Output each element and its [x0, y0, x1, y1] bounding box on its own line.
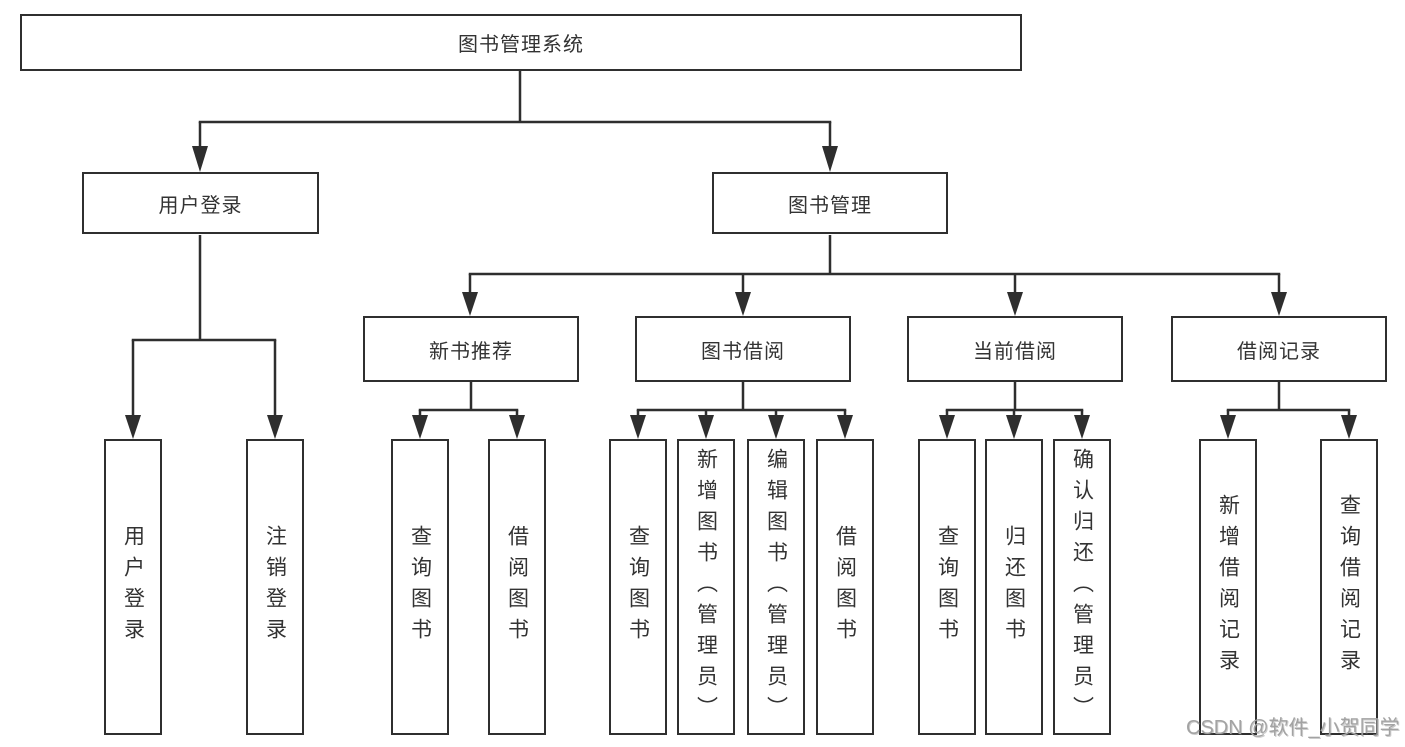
- arrow-down-icon: [735, 274, 751, 316]
- node-label: 图书管理: [788, 194, 872, 217]
- leaf-query-books-borrow: 查询图书: [609, 439, 667, 735]
- node-label: 归还图书: [1002, 525, 1026, 649]
- node-label: 图书借阅: [701, 340, 785, 363]
- node-label: 新增借阅记录: [1216, 494, 1240, 680]
- leaf-logout: 注销登录: [246, 439, 304, 735]
- leaf-borrow-books: 借阅图书: [816, 439, 874, 735]
- arrow-down-icon: [1271, 274, 1287, 316]
- leaf-add-borrow-record: 新增借阅记录: [1199, 439, 1257, 735]
- node-label: 新增图书（管理员）: [694, 447, 718, 727]
- arrow-down-icon: [939, 410, 955, 439]
- leaf-edit-books-admin: 编辑图书（管理员）: [747, 439, 805, 735]
- node-user-login: 用户登录: [82, 172, 319, 234]
- node-label: 当前借阅: [973, 340, 1057, 363]
- watermark: CSDN @软件_小贺同学: [1186, 717, 1400, 739]
- arrow-down-icon: [1341, 410, 1357, 439]
- connector-trunks: [131, 71, 1351, 412]
- node-label: 图书管理系统: [458, 34, 584, 56]
- node-label: 用户登录: [158, 194, 243, 217]
- node-current-borrow: 当前借阅: [907, 316, 1123, 382]
- node-label: 查询图书: [408, 525, 432, 649]
- leaf-query-borrow-record: 查询借阅记录: [1320, 439, 1378, 735]
- arrow-down-icon: [822, 122, 838, 172]
- arrow-down-icon: [192, 122, 208, 172]
- arrow-down-icon: [1220, 410, 1236, 439]
- node-label: 借阅图书: [505, 525, 529, 649]
- arrow-down-icon: [1074, 410, 1090, 439]
- arrow-down-icon: [768, 410, 784, 439]
- node-label: 查询图书: [935, 525, 959, 649]
- arrow-down-icon: [1006, 410, 1022, 439]
- arrow-down-icon: [630, 410, 646, 439]
- arrow-down-icon: [412, 410, 428, 439]
- node-label: 借阅记录: [1237, 340, 1321, 363]
- arrow-down-icon: [837, 410, 853, 439]
- arrow-down-icon: [1007, 274, 1023, 316]
- leaf-add-books-admin: 新增图书（管理员）: [677, 439, 735, 735]
- arrow-down-icon: [125, 340, 141, 439]
- node-label: 查询图书: [626, 525, 650, 649]
- node-new-book-recommend: 新书推荐: [363, 316, 579, 382]
- node-label: 编辑图书（管理员）: [764, 447, 788, 727]
- node-label: 借阅图书: [833, 525, 857, 649]
- node-root-system: 图书管理系统: [20, 14, 1022, 71]
- leaf-borrow-books-recommend: 借阅图书: [488, 439, 546, 735]
- node-label: 用户登录: [121, 525, 145, 649]
- leaf-query-books-current: 查询图书: [918, 439, 976, 735]
- leaf-return-books: 归还图书: [985, 439, 1043, 735]
- leaf-query-books-recommend: 查询图书: [391, 439, 449, 735]
- arrow-down-icon: [462, 274, 478, 316]
- node-borrow-records: 借阅记录: [1171, 316, 1387, 382]
- arrow-down-icon: [267, 340, 283, 439]
- leaf-user-login: 用户登录: [104, 439, 162, 735]
- node-label: 新书推荐: [429, 340, 513, 363]
- node-label: 确认归还（管理员）: [1070, 447, 1094, 727]
- node-label: 注销登录: [263, 525, 287, 649]
- arrow-down-icon: [698, 410, 714, 439]
- node-book-borrow: 图书借阅: [635, 316, 851, 382]
- node-book-management: 图书管理: [712, 172, 948, 234]
- leaf-confirm-return-admin: 确认归还（管理员）: [1053, 439, 1111, 735]
- node-label: 查询借阅记录: [1337, 494, 1361, 680]
- arrow-down-icon: [509, 410, 525, 439]
